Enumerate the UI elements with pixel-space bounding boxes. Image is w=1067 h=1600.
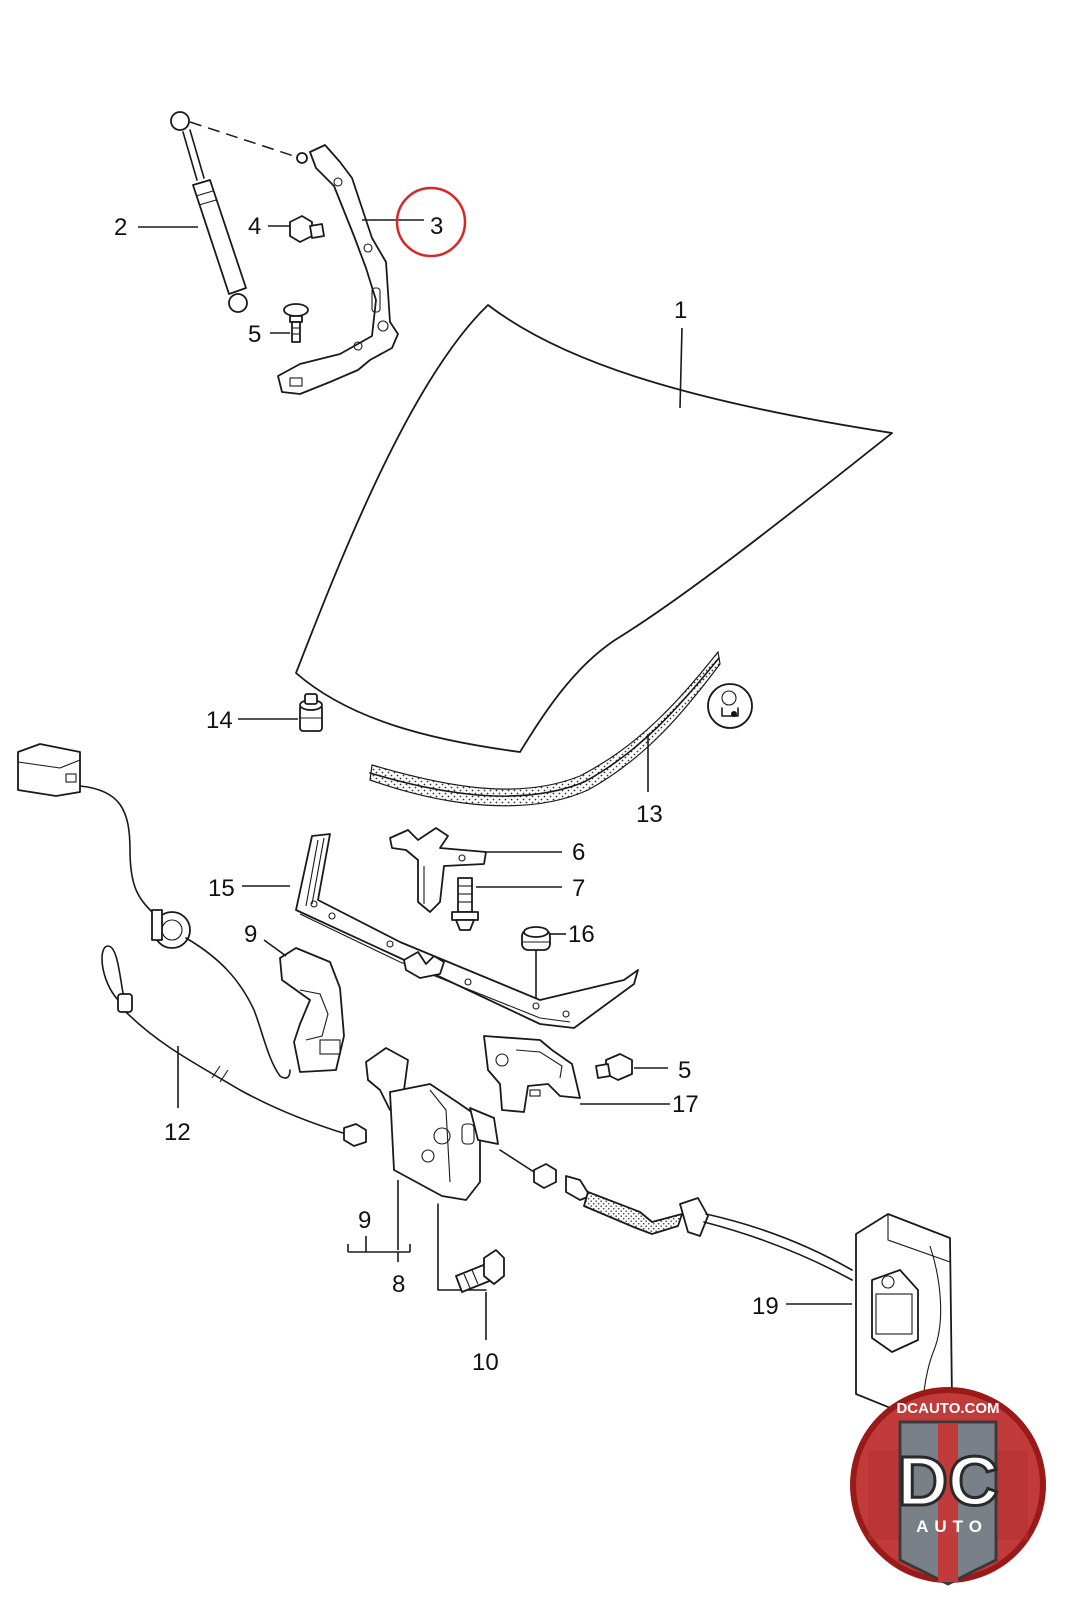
release-handle (17, 743, 291, 1079)
callout-13: 13 (636, 801, 663, 828)
bolt-5-lower (595, 1053, 633, 1081)
callout-3: 3 (430, 213, 443, 240)
callout-12: 12 (164, 1119, 191, 1146)
catch-bracket (389, 827, 487, 913)
hood-panel (295, 304, 893, 753)
bolt-10 (437, 1203, 505, 1293)
logo-site-text: DCAUTO.COM (896, 1400, 999, 1417)
callout-1: 1 (674, 297, 687, 324)
callout-19: 19 (752, 1293, 779, 1320)
bolt-4 (289, 215, 325, 243)
callout-8: 8 (392, 1271, 405, 1298)
callout-17: 17 (672, 1091, 699, 1118)
cable-guide-9 (279, 947, 345, 1073)
dcauto-logo: DCAUTO.COM DC AUTO (850, 1387, 1046, 1586)
callout-2: 2 (114, 214, 127, 241)
callout-10: 10 (472, 1349, 499, 1376)
callout-14: 14 (206, 707, 233, 734)
bolt-7 (451, 877, 479, 931)
safety-cable-12 (101, 945, 367, 1147)
clip-nut-16 (521, 926, 551, 1002)
callout-6: 6 (572, 839, 585, 866)
callout-bracket-8-9 (347, 1180, 411, 1262)
leader-lines (138, 219, 852, 1340)
hood-lock-8 (365, 1047, 499, 1201)
lock-carrier-panel (295, 833, 639, 1029)
release-cable (499, 1149, 853, 1281)
logo-letters: DC (897, 1442, 998, 1520)
callout-labels: 1 2 3 4 5 14 13 6 7 15 16 9 5 17 12 9 8 … (114, 213, 779, 1376)
callout-5-lower: 5 (678, 1057, 691, 1084)
callout-9-lower: 9 (358, 1207, 371, 1234)
gas-strut (170, 111, 301, 313)
hood-hinge (277, 144, 399, 395)
callout-4: 4 (248, 213, 261, 240)
bump-stop (299, 693, 323, 732)
callout-5-top: 5 (248, 321, 261, 348)
bracket-17 (483, 1035, 581, 1113)
callout-9-upper: 9 (244, 921, 257, 948)
callout-16: 16 (568, 921, 595, 948)
callout-7: 7 (572, 875, 585, 902)
bolt-5-top (283, 303, 309, 343)
highlight-ring (395, 186, 467, 258)
hood-seal (369, 650, 721, 807)
callout-15: 15 (208, 875, 235, 902)
control-unit-19 (855, 1213, 953, 1421)
clip-symbol-icon (707, 683, 753, 729)
logo-word: AUTO (916, 1517, 988, 1536)
